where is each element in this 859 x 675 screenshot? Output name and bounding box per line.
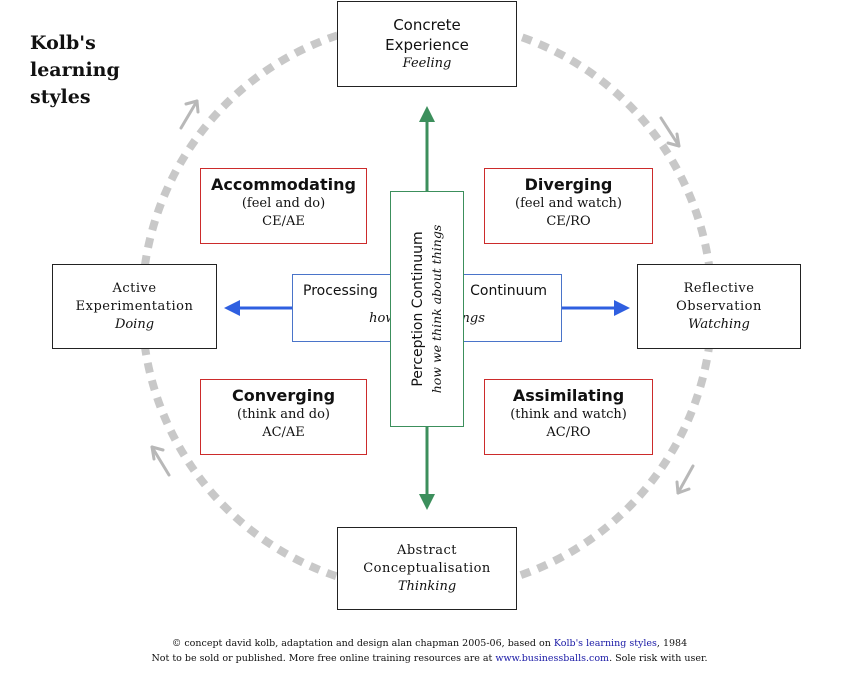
style-description: (feel and watch) (515, 196, 622, 211)
style-code: CE/AE (262, 214, 305, 229)
footer-link-businessballs[interactable]: www.businessballs.com (495, 653, 610, 664)
style-name: Diverging (524, 175, 613, 194)
perception-continuum: Perception Continuum how we think about … (390, 191, 464, 427)
style-description: (think and do) (236, 407, 330, 422)
pole-name: Observation (676, 298, 762, 314)
pole-name: Experience (385, 36, 469, 54)
cycle-direction-arrow-icon (179, 99, 200, 130)
style-name: Accommodating (211, 175, 356, 194)
pole-reflective-observation: Reflective Observation Watching (637, 264, 801, 349)
style-name: Converging (231, 386, 336, 405)
pole-name: Reflective (683, 280, 755, 296)
style-name: Assimilating (512, 386, 625, 405)
style-description: (think and watch) (510, 407, 627, 422)
style-diverging: Diverging (feel and watch) CE/RO (484, 168, 653, 244)
pole-name: Concrete (393, 16, 461, 34)
cycle-direction-arrow-icon (659, 116, 681, 148)
arrow-up-icon (419, 106, 435, 192)
style-code: CE/RO (546, 214, 591, 229)
pole-verb: Doing (114, 316, 155, 332)
style-code: AC/AE (262, 425, 305, 440)
footer-notice-line: Not to be sold or published. More free o… (151, 653, 708, 664)
arrow-down-icon (419, 426, 435, 510)
pole-verb: Feeling (402, 56, 452, 71)
pole-name: Active (112, 280, 157, 296)
arrow-left-icon (224, 300, 292, 316)
pole-concrete-experience: Concrete Experience Feeling (337, 1, 517, 87)
pole-verb: Watching (688, 316, 750, 332)
footer-link-kolb[interactable]: Kolb's learning styles (553, 638, 657, 649)
style-assimilating: Assimilating (think and watch) AC/RO (484, 379, 653, 455)
footer-credit-line: © concept david kolb, adaptation and des… (171, 638, 688, 649)
pole-abstract-conceptualisation: Abstract Conceptualisation Thinking (337, 527, 517, 610)
style-converging: Converging (think and do) AC/AE (200, 379, 367, 455)
pole-name: Abstract (396, 542, 458, 558)
pole-verb: Thinking (397, 578, 457, 594)
pole-name: Experimentation (75, 298, 194, 314)
pole-name: Conceptualisation (363, 560, 491, 576)
style-description: (feel and do) (241, 196, 326, 211)
style-accommodating: Accommodating (feel and do) CE/AE (200, 168, 367, 244)
cycle-direction-arrow-icon (675, 464, 695, 495)
diagram-title: Kolb's learning styles (30, 32, 120, 108)
pole-active-experimentation: Active Experimentation Doing (52, 264, 217, 349)
arrow-right-icon (562, 300, 630, 316)
processing-label-left: Processing (303, 283, 378, 299)
processing-label-right: Continuum (470, 283, 547, 299)
style-code: AC/RO (546, 425, 591, 440)
perception-title: Perception Continuum (410, 231, 426, 387)
cycle-direction-arrow-icon (150, 445, 171, 477)
perception-subtitle: how we think about things (429, 224, 444, 394)
